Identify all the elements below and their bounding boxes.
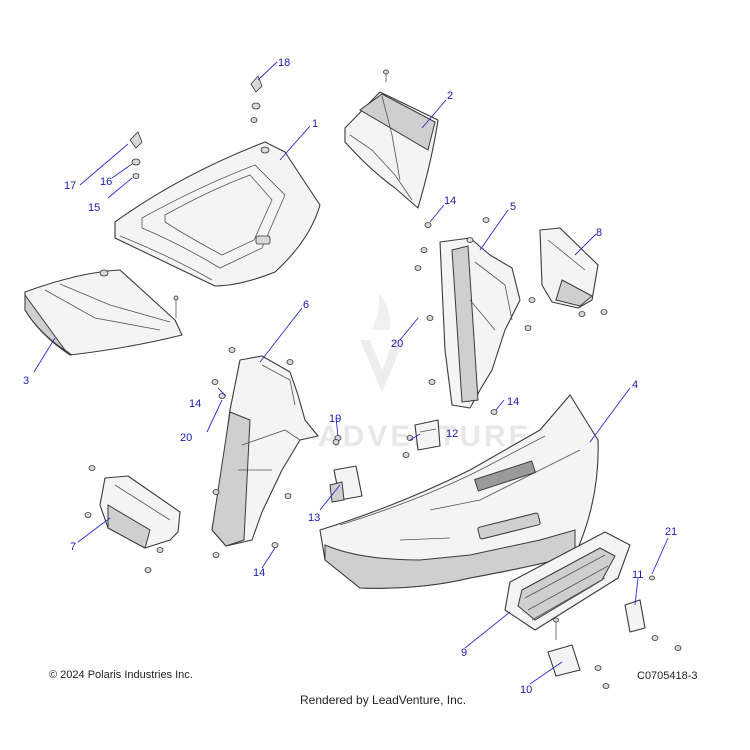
callout-6: 6 xyxy=(303,299,309,311)
callout-11: 11 xyxy=(632,569,643,581)
callout-17: 17 xyxy=(64,180,76,192)
callout-16: 16 xyxy=(100,176,112,188)
copyright-text: © 2024 Polaris Industries Inc. xyxy=(49,669,193,681)
inner-support-left-part xyxy=(211,347,319,558)
callout-9: 9 xyxy=(461,647,467,659)
callout-14-right: 14 xyxy=(507,396,519,408)
bracket-part-12 xyxy=(414,419,441,451)
leader-lines xyxy=(33,61,669,685)
callout-3: 3 xyxy=(23,375,29,387)
callout-10: 10 xyxy=(520,684,532,696)
callout-labels: 1 2 3 4 5 6 7 8 9 10 11 12 13 14 14 14 1… xyxy=(23,57,677,696)
callout-15: 15 xyxy=(88,202,100,214)
side-panel-left-part xyxy=(24,269,183,356)
front-bumper-part xyxy=(319,394,599,589)
callout-12: 12 xyxy=(446,428,458,440)
grille-part xyxy=(504,531,631,631)
callout-14-lower: 14 xyxy=(253,567,265,579)
callout-4: 4 xyxy=(632,379,638,391)
callout-19: 19 xyxy=(329,413,341,425)
upper-fairing-part xyxy=(344,69,439,209)
hood-part xyxy=(114,141,321,287)
lower-bracket-left-part xyxy=(84,465,181,573)
callout-5: 5 xyxy=(510,201,516,213)
callout-18: 18 xyxy=(278,57,290,69)
callout-20-left: 20 xyxy=(180,432,192,444)
bracket-part-11 xyxy=(624,575,682,651)
callout-13: 13 xyxy=(308,512,320,524)
bracket-part-13 xyxy=(329,435,363,503)
callout-8: 8 xyxy=(596,227,602,239)
callout-7: 7 xyxy=(70,541,76,553)
callout-2: 2 xyxy=(447,90,453,102)
lower-bracket-part-10 xyxy=(547,617,610,689)
side-bracket-right-part xyxy=(539,227,608,317)
callout-14-upper: 14 xyxy=(444,195,456,207)
callout-20-right: 20 xyxy=(391,338,403,350)
callout-1: 1 xyxy=(312,118,318,130)
inner-support-right-part xyxy=(402,217,536,458)
callout-21: 21 xyxy=(665,526,677,538)
hood-fasteners xyxy=(129,75,340,445)
rendered-by-text: Rendered by LeadVenture, Inc. xyxy=(300,693,467,707)
diagram-code: C0705418-3 xyxy=(637,670,698,682)
callout-14-left: 14 xyxy=(189,398,201,410)
